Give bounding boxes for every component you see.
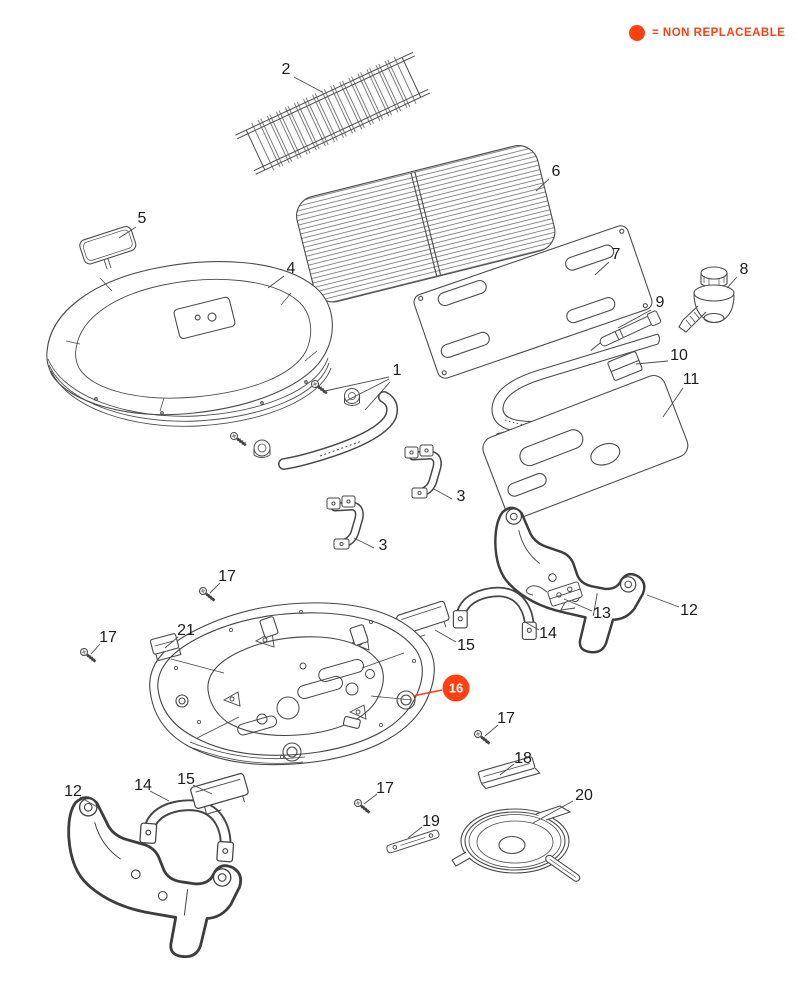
lid-hinge-bracket-left: [327, 496, 359, 549]
part-callout-5: 5: [137, 210, 147, 227]
lid-hinge-bracket-right: [405, 445, 437, 498]
lid-logo-plate: [79, 225, 137, 270]
part-callout-17: 17: [497, 710, 515, 727]
firebox-body: [149, 602, 435, 766]
lid-liner-panel: [413, 225, 653, 379]
part-callout-12: 12: [64, 783, 82, 800]
part-callout-9: 9: [655, 294, 665, 311]
igniter-assembly: [525, 581, 583, 611]
part-callout-18: 18: [514, 750, 532, 767]
part-callout-14: 14: [539, 625, 557, 642]
part-callout-11: 11: [682, 371, 700, 388]
part-callout-15: 15: [457, 637, 475, 654]
part-callout-1: 1: [392, 362, 402, 379]
part-callout-21: 21: [177, 622, 195, 639]
mounting-clip: [149, 633, 182, 662]
carry-handle-right: [453, 592, 536, 640]
hinge-strip: [386, 829, 440, 854]
part-callout-6: 6: [551, 163, 561, 180]
part-callout-12: 12: [680, 602, 698, 619]
part-callout-10: 10: [670, 347, 688, 364]
leader-lines: [79, 76, 738, 839]
legend: = NON REPLACEABLE: [629, 24, 785, 42]
part-callout-3: 3: [378, 537, 388, 554]
part-callout-3: 3: [456, 488, 466, 505]
legend-text: = NON REPLACEABLE: [652, 27, 786, 39]
part-callout-20: 20: [575, 787, 593, 804]
drip-pan: [451, 805, 581, 882]
gas-regulator: [678, 266, 735, 333]
part-callout-13: 13: [593, 605, 611, 622]
part-callout-17: 17: [218, 568, 236, 585]
part-callout-8: 8: [739, 261, 749, 278]
part-callout-2: 2: [281, 61, 291, 78]
non-replaceable-dot: [629, 25, 645, 41]
part-callout-15: 15: [177, 771, 195, 788]
lid: [46, 261, 333, 427]
cooking-grate: [296, 145, 556, 303]
part-callout-17: 17: [99, 629, 117, 646]
highlight-badge: 16: [442, 674, 470, 702]
part-callout-4: 4: [286, 260, 296, 277]
part-callout-19: 19: [422, 813, 440, 830]
screw: [471, 727, 494, 748]
lid-handle-assembly: [227, 377, 399, 470]
part-callout-14: 14: [134, 777, 152, 794]
heat-shield-plate: [482, 374, 689, 519]
side-frame-right: [488, 505, 650, 657]
igniter-electrode: [590, 310, 662, 351]
highlight-leader: [412, 689, 443, 697]
part-callout-7: 7: [611, 246, 621, 263]
warming-rack: [235, 51, 430, 175]
part-callout-17: 17: [376, 780, 394, 797]
